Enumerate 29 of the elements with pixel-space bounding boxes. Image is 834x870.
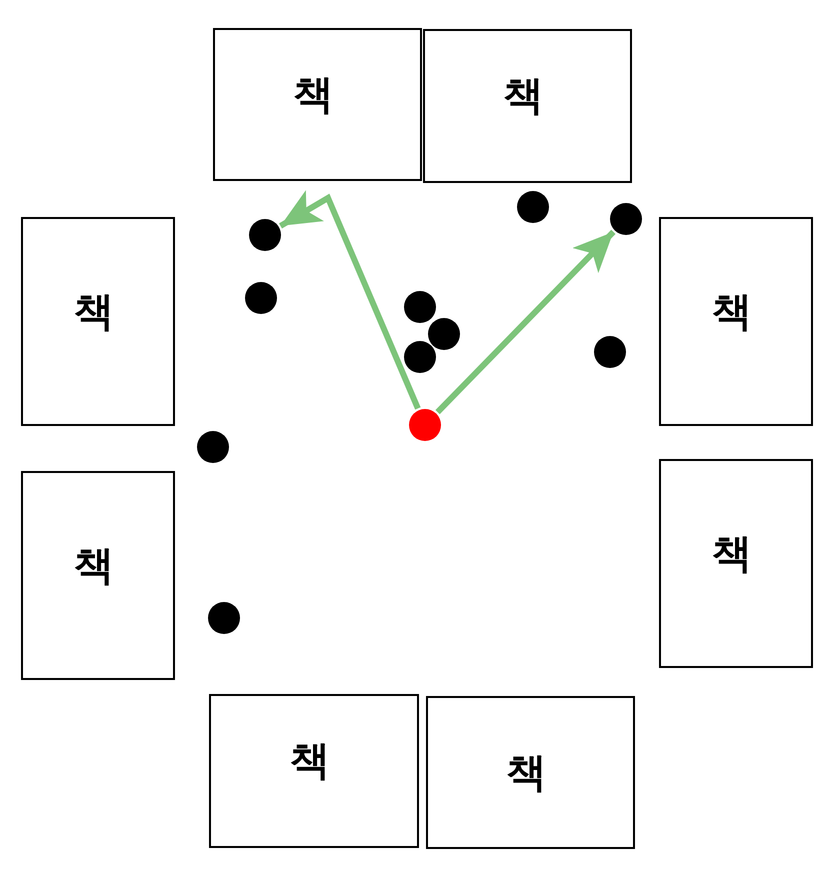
label-box [423, 29, 632, 183]
label-box [21, 471, 175, 680]
arrow [278, 190, 421, 410]
label-text: 책 [74, 546, 114, 586]
dot [517, 191, 549, 223]
arrow [435, 230, 616, 414]
label-text: 책 [74, 292, 114, 332]
label-box [21, 217, 175, 426]
dot [197, 431, 229, 463]
dot [610, 203, 642, 235]
dot [594, 336, 626, 368]
label-text: 책 [712, 292, 752, 332]
label-text: 책 [504, 76, 544, 116]
label-box [659, 459, 813, 668]
dot [245, 282, 277, 314]
label-box [426, 696, 635, 849]
label-text: 책 [290, 741, 330, 781]
dot [404, 291, 436, 323]
dot [208, 602, 240, 634]
label-text: 책 [506, 752, 546, 792]
dot [404, 341, 436, 373]
label-box [213, 28, 422, 181]
label-box [209, 694, 419, 848]
dot [249, 219, 281, 251]
label-text: 책 [294, 74, 334, 114]
point-marker [409, 409, 441, 441]
label-text: 책 [712, 534, 752, 574]
dot [428, 318, 460, 350]
label-box [659, 217, 813, 426]
